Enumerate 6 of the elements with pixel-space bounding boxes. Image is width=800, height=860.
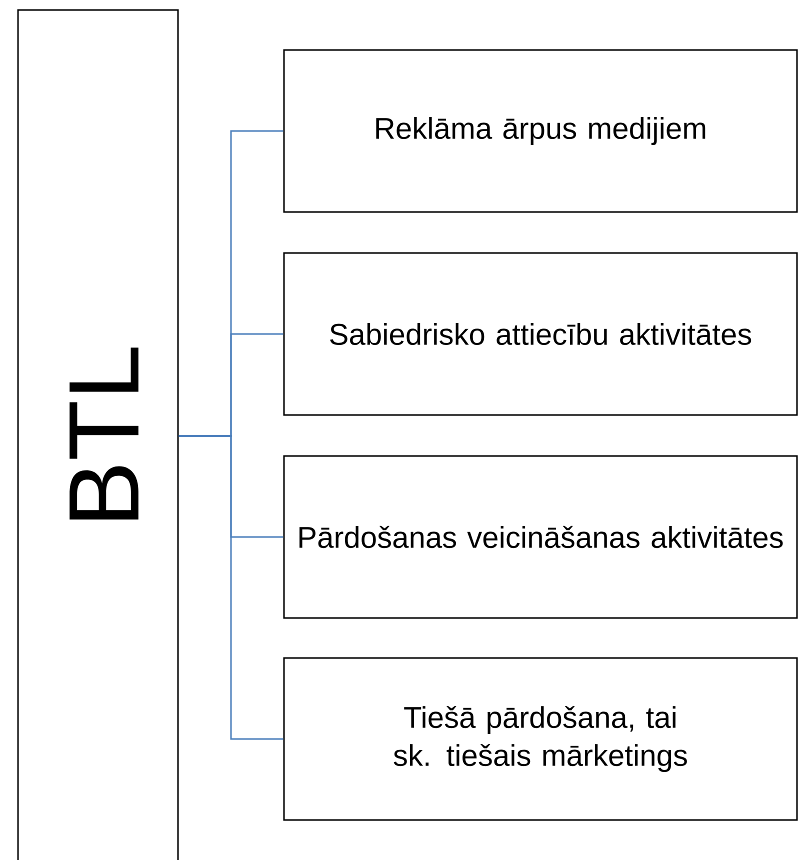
item-box: Reklāma ārpus medijiem bbox=[283, 49, 798, 213]
item-box: Sabiedrisko attiecību aktivitātes bbox=[283, 252, 798, 416]
item-box: Tiešā pārdošana, tai sk. tiešais mārketings bbox=[283, 657, 798, 821]
category-box: BTL bbox=[17, 9, 179, 860]
item-box: Pārdošanas veicināšanas aktivitātes bbox=[283, 455, 798, 619]
connector-line bbox=[178, 435, 284, 740]
